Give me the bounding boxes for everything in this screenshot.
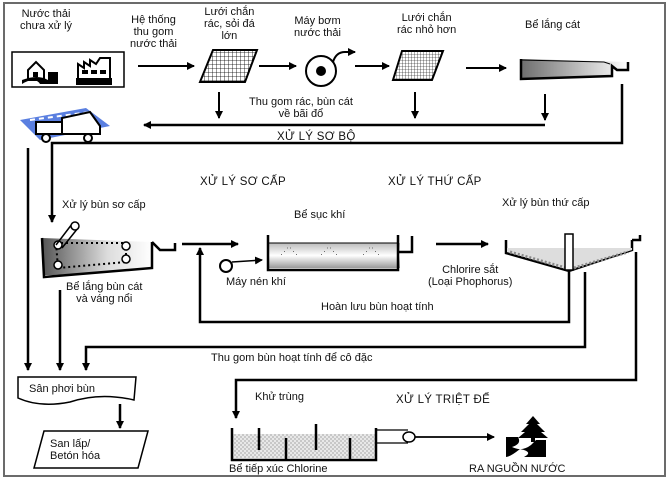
label-air-compressor: Máy nén khí: [226, 276, 286, 288]
aeration-tank-icon: ⋰⋱ ⋰⋱ ⋰⋱: [266, 235, 414, 272]
coarse-screen-icon: [198, 49, 259, 83]
label-grit-chamber: Bể lắng cát: [525, 19, 581, 31]
label-chlorine-contact: Bể tiếp xúc Chlorine: [229, 463, 328, 475]
house-factory-icon: [11, 51, 125, 88]
label-landfill: San lấp/Betón hóa: [50, 438, 101, 462]
truck-icon: [20, 108, 110, 143]
label-disinfection: Khử trùng: [255, 391, 304, 403]
chlorine-contact-tank-icon: [230, 424, 416, 462]
air-compressor-icon: [219, 256, 263, 273]
drying-bed-icon: [17, 376, 137, 405]
label-drying-bed: Sân phơi bùn: [29, 383, 95, 395]
label-thickening: Thu gom bùn hoạt tính để cô đặc: [211, 352, 373, 364]
section-tertiary: XỬ LÝ TRIỆT ĐỂ: [396, 394, 491, 406]
label-ferric-chloride: Chlorire sắt(Loại Phophorus): [428, 264, 513, 288]
label-primary-sludge: Xử lý bùn sơ cấp: [62, 199, 146, 211]
svg-text:⋰⋱: ⋰⋱: [320, 246, 338, 256]
landfill-icon: [33, 430, 149, 469]
fine-screen-icon: [391, 50, 445, 81]
pump-icon: [305, 48, 356, 87]
section-secondary: XỬ LÝ THỨ CẤP: [388, 176, 482, 188]
label-return-sludge: Hoàn lưu bùn hoạt tính: [321, 301, 434, 313]
label-discharge: RA NGUỒN NƯỚC: [469, 463, 566, 475]
secondary-clarifier-icon: [504, 233, 642, 273]
label-secondary-sludge: Xử lý bùn thứ cấp: [502, 197, 590, 209]
label-aeration-tank: Bể sục khí: [294, 209, 346, 221]
grit-chamber-icon: [519, 59, 630, 81]
svg-text:⋰⋱: ⋰⋱: [280, 246, 298, 256]
section-primary: XỬ LÝ SƠ CẤP: [200, 176, 286, 188]
primary-clarifier-icon: [40, 221, 177, 279]
svg-text:⋰⋱: ⋰⋱: [362, 246, 380, 256]
river-tree-icon: [506, 416, 548, 457]
section-preliminary: XỬ LÝ SƠ BỘ: [277, 131, 356, 143]
